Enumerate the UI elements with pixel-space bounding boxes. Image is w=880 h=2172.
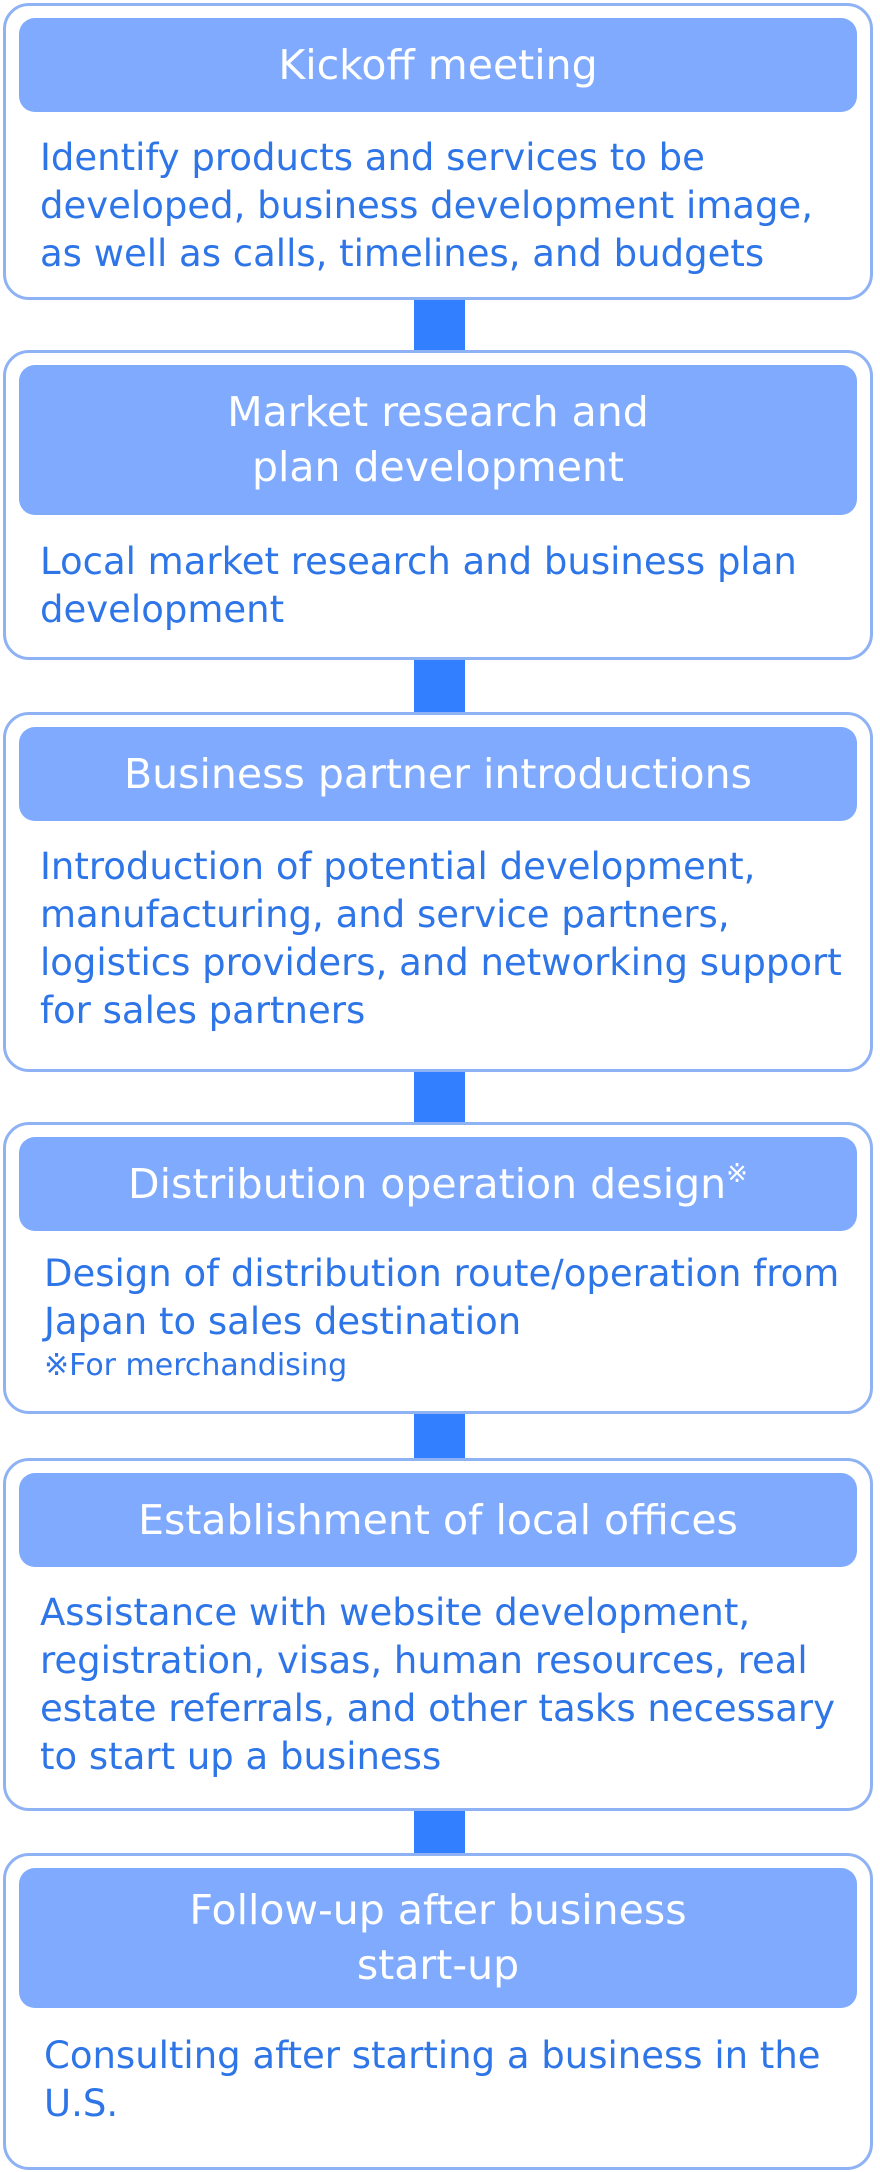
step-description: Local market research and business plan …: [40, 540, 797, 631]
step-kickoff-meeting: Kickoff meeting Identify products and se…: [3, 3, 873, 300]
step-body-wrap: Design of distribution route/operation f…: [44, 1250, 850, 1386]
step-title: Establishment of local offices: [19, 1473, 857, 1567]
step-market-research: Market research and plan development Loc…: [3, 350, 873, 660]
step-distribution-operation-design: Distribution operation design※ Design of…: [3, 1122, 873, 1414]
step-title-wrap: Distribution operation design※: [19, 1137, 857, 1231]
step-description: Assistance with website development, reg…: [40, 1591, 836, 1778]
flow-connector: [414, 660, 465, 712]
flow-connector: [414, 1072, 465, 1122]
step-establishment-local-offices: Establishment of local offices Assistanc…: [3, 1458, 873, 1811]
step-follow-up: Follow-up after business start-up Consul…: [3, 1853, 873, 2170]
flow-connector: [414, 300, 465, 350]
flow-connector: [414, 1414, 465, 1458]
footnote-text: ※For merchandising: [44, 1348, 348, 1383]
step-title: Distribution operation design: [128, 1159, 727, 1208]
step-description: Identify products and services to be dev…: [40, 136, 813, 275]
footnote-mark: ※: [726, 1158, 748, 1189]
step-title: Kickoff meeting: [19, 18, 857, 112]
step-description: Design of distribution route/operation f…: [44, 1252, 840, 1343]
step-description: Introduction of potential development, m…: [40, 845, 842, 1032]
step-business-partner-introductions: Business partner introductions Introduct…: [3, 712, 873, 1072]
step-title: Market research and plan development: [19, 365, 857, 515]
step-title: Business partner introductions: [19, 727, 857, 821]
flow-connector: [414, 1811, 465, 1853]
step-description: Consulting after starting a business in …: [44, 2034, 821, 2125]
step-title: Follow-up after business start-up: [19, 1868, 857, 2008]
